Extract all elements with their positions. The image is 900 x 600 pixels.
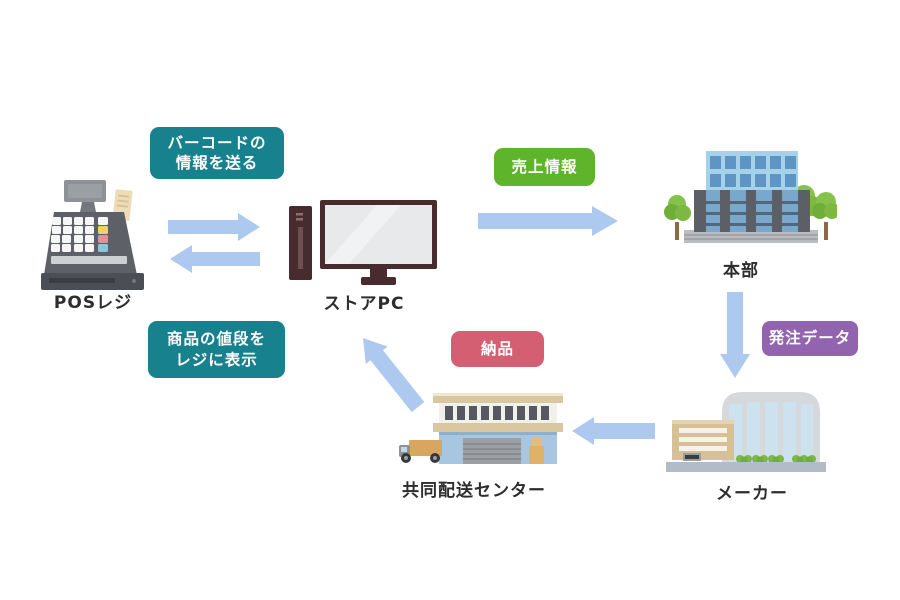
pos-register-label: POSレジ (53, 293, 133, 313)
badge-sales-info: 売上情報 (494, 148, 595, 186)
badge-send-barcode-line1: バーコードの (167, 133, 267, 152)
pos-register-icon (41, 180, 144, 290)
arrow-distribution-center-to-storepc (363, 338, 425, 412)
badge-delivery: 納品 (451, 331, 544, 367)
truck-icon (399, 440, 442, 463)
store-pc-icon (289, 200, 437, 285)
badge-order-data: 発注データ (762, 321, 858, 356)
maker-label: メーカー (716, 484, 788, 504)
badge-delivery-text: 納品 (480, 339, 514, 358)
badge-order-data-text: 発注データ (768, 329, 852, 348)
arrow-headquarters-to-maker (720, 292, 750, 378)
badge-send-barcode-line2: 情報を送る (175, 154, 259, 172)
badge-send-barcode: バーコードの 情報を送る (150, 127, 284, 179)
arrow-storepc-to-pos (170, 245, 260, 273)
headquarters-label: 本部 (723, 261, 759, 281)
maker-icon (666, 392, 826, 472)
store-pc-label: ストアPC (323, 294, 405, 314)
headquarters-icon (664, 151, 837, 243)
arrow-storepc-to-headquarters (478, 206, 618, 236)
arrow-pos-to-storepc (168, 213, 260, 241)
badge-sales-info-text: 売上情報 (511, 157, 578, 176)
badge-show-price: 商品の値段を レジに表示 (148, 321, 285, 378)
distribution-center-icon (399, 393, 563, 464)
badge-show-price-line2: レジに表示 (175, 350, 258, 369)
distribution-center-label: 共同配送センター (402, 481, 546, 501)
arrow-maker-to-distribution-center (572, 417, 655, 445)
badge-show-price-line1: 商品の値段を (166, 330, 266, 349)
